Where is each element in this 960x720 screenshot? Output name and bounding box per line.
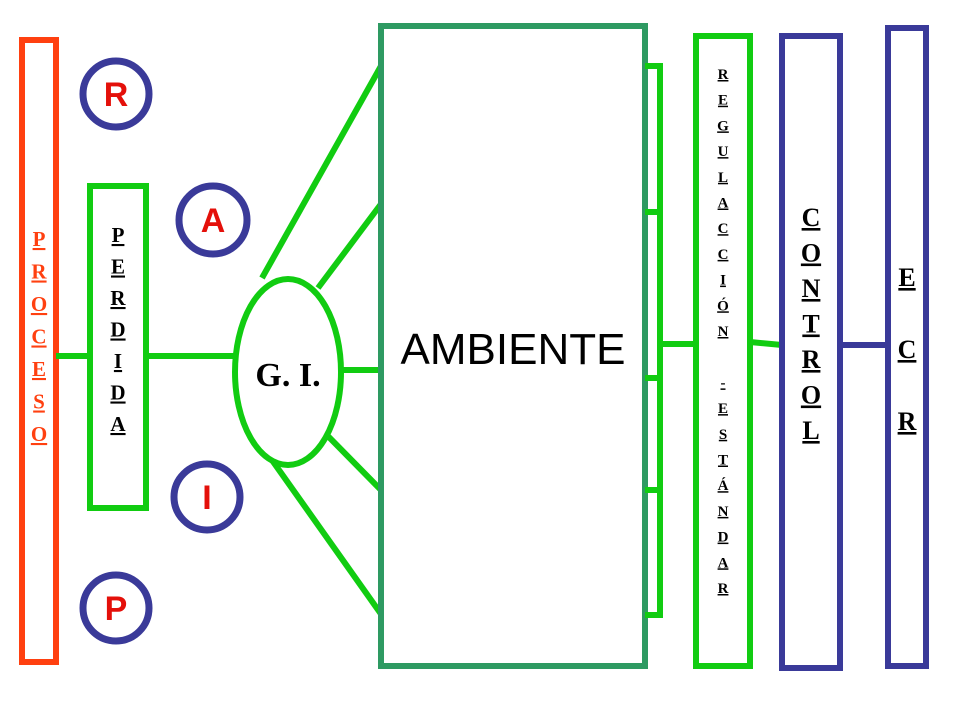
proceso-letter: O	[31, 422, 47, 446]
proceso-letter: S	[33, 390, 45, 414]
gi-label: G. I.	[255, 357, 320, 394]
proceso-bar-frame	[19, 37, 59, 665]
circle-a: A	[175, 182, 251, 258]
ambiente-label: AMBIENTE	[401, 325, 626, 374]
fan-line-2	[315, 202, 384, 290]
regulacion-letter: R	[718, 67, 729, 83]
gi-ellipse-outline	[232, 276, 344, 468]
control-letter: O	[801, 239, 821, 268]
ecr-bar-frame	[885, 25, 929, 669]
control-letter: R	[802, 345, 821, 374]
regulacion-letter: G	[717, 118, 729, 134]
control-letter: O	[801, 381, 821, 410]
gi-ellipse: G. I.	[232, 276, 344, 468]
circle-p-label: P	[105, 590, 128, 628]
ambiente-box: AMBIENTE	[378, 23, 648, 669]
bracket-lines	[645, 63, 696, 618]
regulacion-letter: A	[718, 555, 729, 571]
regulacion-letter: -	[721, 375, 726, 391]
circle-a-outline	[175, 182, 251, 258]
control-letter: T	[802, 310, 819, 339]
circle-a-label: A	[201, 202, 226, 240]
regulacion-letter: N	[718, 504, 729, 520]
regulacion-letter: S	[719, 427, 727, 443]
regulacion-letter: T	[718, 453, 728, 469]
regulacion-bar-frame	[693, 33, 753, 669]
perdida-bar-frame	[87, 183, 149, 511]
regulacion-letter: Ó	[717, 297, 729, 314]
control-bar-frame	[779, 33, 843, 671]
circle-r-label: R	[104, 76, 129, 114]
regulacion-letter: E	[718, 93, 728, 109]
ecr-bar: E C R	[885, 25, 929, 669]
proceso-letter: E	[32, 357, 46, 381]
perdida-letter: I	[114, 349, 122, 373]
perdida-letter: D	[110, 381, 125, 405]
ecr-letter: R	[898, 407, 917, 436]
regulacion-letter: C	[718, 221, 729, 237]
ecr-letter: C	[898, 335, 917, 364]
control-letter: L	[802, 416, 819, 445]
perdida-letter: D	[110, 318, 125, 342]
circle-r-outline	[79, 57, 153, 131]
circle-i-label: I	[202, 479, 211, 517]
proceso-letter: P	[33, 227, 46, 251]
circle-p: P	[79, 571, 153, 645]
regulacion-letter: U	[718, 144, 729, 160]
control-letter: N	[802, 274, 821, 303]
regulacion-letter: R	[718, 581, 729, 597]
perdida-letter: P	[112, 223, 125, 247]
perdida-letter: A	[110, 412, 126, 436]
fan-line-4	[317, 425, 384, 493]
ambiente-box-frame	[378, 23, 648, 669]
control-letter: C	[802, 203, 821, 232]
circle-r: R	[79, 57, 153, 131]
regulacion-letter: A	[718, 196, 729, 212]
perdida-letter: E	[111, 255, 125, 279]
proceso-letter: R	[31, 260, 47, 284]
proceso-letter: C	[31, 325, 46, 349]
circle-i: I	[170, 460, 244, 534]
circle-i-outline	[170, 460, 244, 534]
perdida-letter: R	[110, 286, 126, 310]
regulacion-letter: C	[718, 247, 729, 263]
regulacion-letter: N	[718, 324, 729, 340]
proceso-letter: O	[31, 292, 47, 316]
regulacion-letter: I	[720, 273, 726, 289]
fan-line-1	[259, 64, 384, 280]
connector-regulacion-control	[749, 339, 783, 348]
regulacion-letter: L	[718, 170, 728, 186]
regulacion-letter: Á	[718, 477, 729, 494]
regulacion-letter: D	[718, 530, 729, 546]
ecr-letter: E	[898, 263, 915, 292]
ecr-bar-letters: E C R	[898, 263, 917, 436]
fan-line-5	[259, 444, 384, 616]
circle-p-outline	[79, 571, 153, 645]
regulacion-letter: E	[718, 401, 728, 417]
